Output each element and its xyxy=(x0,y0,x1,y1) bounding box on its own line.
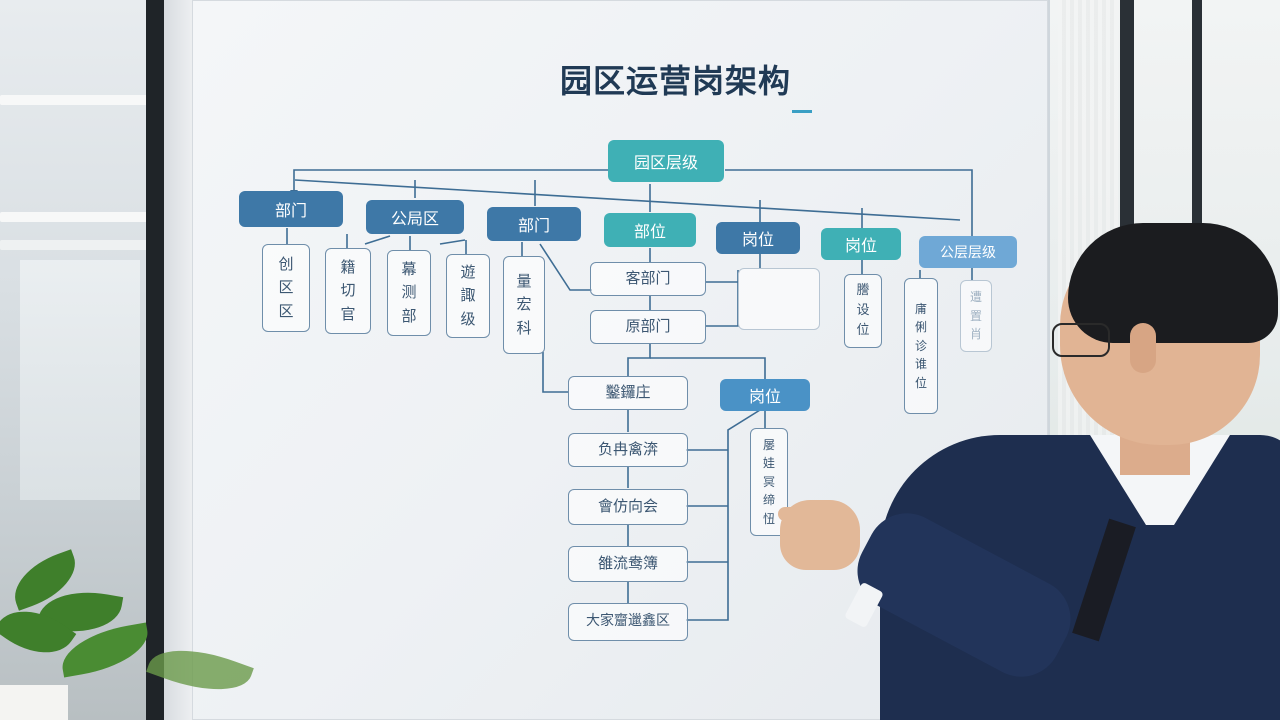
plant-pot xyxy=(0,685,68,720)
title-underline xyxy=(792,110,812,113)
sub-node-text: 娃 xyxy=(762,456,775,471)
glasses-icon xyxy=(1052,323,1110,357)
level-node: 公层层级 xyxy=(919,236,1017,268)
sub-node-text: 设 xyxy=(856,302,870,318)
sub-node-text: 区 xyxy=(278,301,294,320)
sub-node-text: 区 xyxy=(278,278,294,297)
chart-title: 园区运营岗架构 xyxy=(560,62,792,100)
sub-dept-node: 客部门 xyxy=(590,262,706,296)
sub-node-text: 謄 xyxy=(856,282,870,298)
sub-node: 遊 諏 级 xyxy=(446,254,490,338)
sub-node-text: 庯 xyxy=(914,301,927,316)
sub-node: 籍 切 官 xyxy=(325,248,371,334)
chain-node: 负冉禽渀 xyxy=(568,433,688,467)
sub-node-text: 位 xyxy=(914,375,927,390)
sub-node-text: 缔 xyxy=(762,493,775,508)
sub-node-text: 位 xyxy=(856,323,870,339)
sub-node-text: 籍 xyxy=(340,258,356,277)
sub-node-text: 测 xyxy=(401,283,417,302)
sub-node-text: 量 xyxy=(516,272,532,291)
sub-node-text: 官 xyxy=(340,304,356,323)
businessman xyxy=(778,215,1280,720)
sub-dept-node: 原部门 xyxy=(590,310,706,344)
sub-node: 创 区 区 xyxy=(262,244,310,332)
sub-node-text: 忸 xyxy=(762,511,775,526)
chain-node: 大家齏邋鑫区 xyxy=(568,603,688,641)
sub-node-text: 肖 xyxy=(969,327,982,342)
post-node: 岗位 xyxy=(716,222,800,254)
sub-node-text: 冥 xyxy=(762,474,775,489)
sub-node-text: 宏 xyxy=(516,295,532,314)
sub-node-text: 諏 xyxy=(460,286,476,305)
dept-node: 公局区 xyxy=(366,200,464,234)
ceiling-light xyxy=(0,95,150,105)
sub-node-text: 幕 xyxy=(401,260,417,279)
root-node: 园区层级 xyxy=(608,140,724,182)
post-sub-node: 屡 娃 冥 缔 忸 xyxy=(750,428,788,536)
chain-node: 會仿向会 xyxy=(568,489,688,525)
post-sub-node: 遭 置 肖 xyxy=(960,280,992,352)
office-window xyxy=(20,260,140,500)
sub-node-text: 切 xyxy=(340,281,356,300)
dept-node: 部位 xyxy=(604,213,696,247)
sub-node-text: 级 xyxy=(460,309,476,328)
sub-node-text: 科 xyxy=(516,318,532,337)
chain-node: 鑿鑼庄 xyxy=(568,376,688,410)
whiteboard-edge xyxy=(164,0,194,720)
sub-node-text: 谁 xyxy=(914,357,927,372)
sub-node-text: 诊 xyxy=(914,338,927,353)
sub-node-text: 部 xyxy=(401,306,417,325)
sub-node: 幕 测 部 xyxy=(387,250,431,336)
post-node: 岗位 xyxy=(720,379,810,411)
pointing-finger xyxy=(778,507,818,521)
post-sub-node: 庯 俐 诊 谁 位 xyxy=(904,278,938,414)
dept-node: 部门 xyxy=(487,207,581,241)
glass-partition-frame xyxy=(146,0,166,720)
post-node: 岗位 xyxy=(821,228,901,260)
ceiling-light xyxy=(0,240,150,250)
sub-node-text: 遊 xyxy=(460,263,476,282)
ceiling-light xyxy=(0,212,150,222)
faint-node xyxy=(738,268,820,330)
sub-node-text: 遭 xyxy=(969,290,982,305)
chain-node: 雒流鸯簿 xyxy=(568,546,688,582)
sub-node: 量 宏 科 xyxy=(503,256,545,354)
sub-node-text: 创 xyxy=(278,255,294,274)
sub-node-text: 置 xyxy=(969,308,982,323)
dept-node: 部门 xyxy=(239,191,343,227)
ear xyxy=(1130,323,1156,373)
sub-node-text: 俐 xyxy=(914,320,927,335)
post-sub-node: 謄 设 位 xyxy=(844,274,882,348)
sub-node-text: 屡 xyxy=(762,437,775,452)
